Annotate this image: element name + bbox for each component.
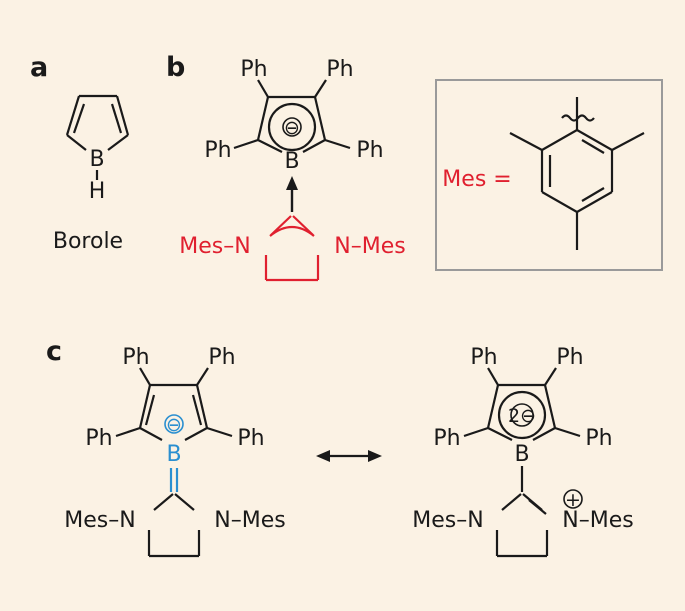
- mesityl-structure: [509, 97, 645, 250]
- boron-atom-b: B: [284, 149, 299, 174]
- borole-caption: Borole: [53, 229, 123, 254]
- ph-left-c2: Ph: [433, 426, 460, 451]
- nhc-ligand-b: [264, 215, 320, 282]
- right-boron-atom: B: [514, 442, 529, 467]
- right-nhc-mes-right: N–Mes: [562, 508, 633, 533]
- ph-top-left-c2: Ph: [470, 345, 497, 370]
- panel-a-label: a: [30, 52, 48, 83]
- mes-inset-box: [435, 79, 663, 271]
- ph-top-right-c1: Ph: [208, 345, 235, 370]
- dative-arrow-head: [286, 176, 298, 190]
- panel-b-label: b: [166, 52, 185, 83]
- ph-right-b: Ph: [356, 138, 383, 163]
- left-boron-carbon-double-bond: [164, 414, 184, 492]
- ph-top-left-c1: Ph: [122, 345, 149, 370]
- right-nhc-mes-left: Mes–N: [412, 508, 483, 533]
- ph-left-c1: Ph: [85, 426, 112, 451]
- resonance-arrow: [316, 450, 382, 462]
- right-resonance-ring: [463, 367, 581, 492]
- right-imidazolidine-ring: [495, 489, 583, 558]
- borole-hydrogen-atom: H: [89, 179, 106, 204]
- borole-boron-atom: B: [89, 147, 104, 172]
- left-boron-atom: B: [166, 442, 181, 467]
- ph-top-right-b: Ph: [326, 57, 353, 82]
- left-imidazolidine-ring: [147, 493, 201, 558]
- borolide-charge-b: ⊖: [284, 117, 300, 139]
- nhc-left-mes-b: Mes–N: [179, 234, 250, 259]
- mes-definition-label: Mes =: [442, 167, 511, 192]
- ph-top-right-c2: Ph: [556, 345, 583, 370]
- ph-left-b: Ph: [204, 138, 231, 163]
- ph-right-c1: Ph: [237, 426, 264, 451]
- ph-top-left-b: Ph: [240, 57, 267, 82]
- panel-c-label: c: [46, 336, 62, 367]
- borole-structure: [65, 94, 130, 180]
- right-ring-charge: 2⊖: [508, 405, 536, 427]
- left-boron-charge: ⊖: [166, 414, 182, 436]
- nhc-right-mes-b: N–Mes: [334, 234, 405, 259]
- left-nhc-mes-left: Mes–N: [64, 508, 135, 533]
- left-nhc-mes-right: N–Mes: [214, 508, 285, 533]
- ph-right-c2: Ph: [585, 426, 612, 451]
- left-resonance-ring: [115, 367, 233, 441]
- borolide-ring-b: [233, 79, 351, 212]
- right-nitrogen-plus-charge: +: [565, 489, 581, 511]
